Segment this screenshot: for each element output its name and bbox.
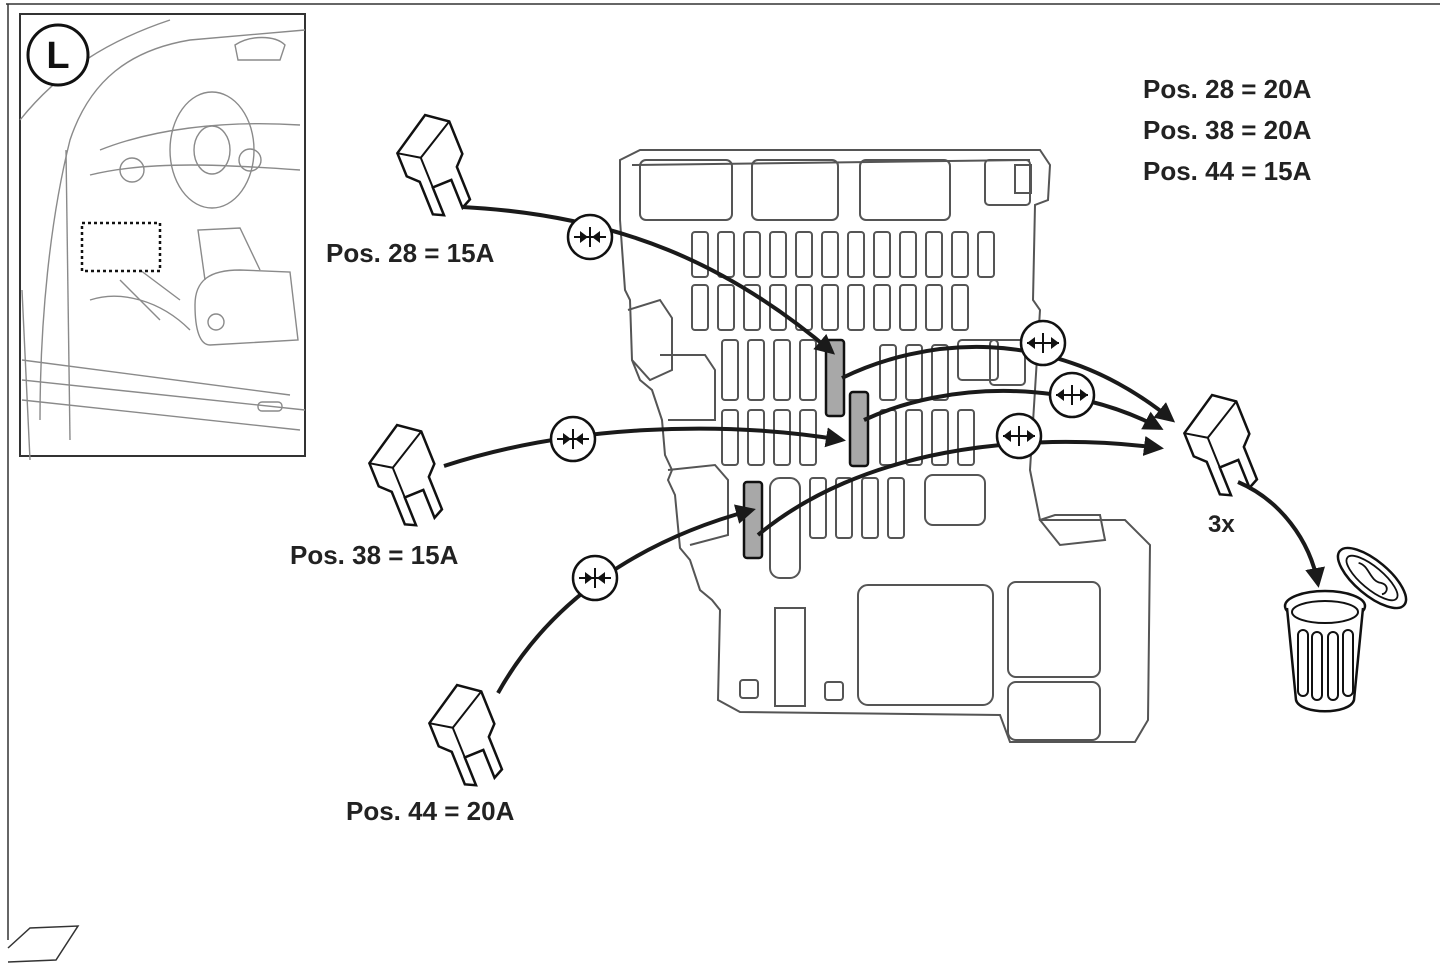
- car-interior-illustration: [19, 19, 306, 461]
- left-side-badge: [26, 23, 90, 87]
- fuse-slots-row-3: [721, 339, 1026, 401]
- old-fuse-label-pos-38: Pos. 38 = 15A: [290, 540, 459, 570]
- press-in-icon-pos-28: [566, 213, 614, 261]
- old-fuse-label-pos-44: Pos. 44 = 20A: [346, 796, 515, 826]
- old-fuse-label-pos-28: Pos. 28 = 15A: [326, 238, 495, 268]
- discard-arrow: [1237, 480, 1325, 588]
- insert-arrow-pos-28: [461, 205, 836, 355]
- page-frame: [6, 3, 1440, 963]
- press-in-icon-pos-44: [571, 554, 619, 602]
- pull-out-icon-pos-44: [995, 412, 1043, 460]
- remove-arrow-pos-38: [863, 389, 1164, 430]
- fuse-icon-pos-38: [367, 423, 444, 527]
- fuse-slots-row-1: [691, 231, 995, 278]
- fuse-icon-pos-28: [395, 113, 472, 217]
- press-in-icon-pos-38: [549, 415, 597, 463]
- fuse-slot-pos-44: [742, 480, 764, 560]
- remove-arrow-pos-44: [756, 436, 1164, 537]
- fuse-icon-pos-44: [427, 683, 504, 787]
- fuse-box-left-brackets: [627, 298, 729, 546]
- insert-arrow-pos-38: [443, 426, 846, 468]
- fuse-slots-row-2: [691, 284, 969, 331]
- pull-out-icon-pos-38: [1048, 371, 1096, 419]
- left-side-badge-letter: L: [46, 35, 69, 77]
- trash-bin-icon: [1283, 546, 1408, 713]
- fuse-slots-row-5: [769, 474, 986, 579]
- spec-pos-38: Pos. 38 = 20A: [1143, 115, 1312, 145]
- fuse-box-relay-sockets: [639, 159, 1032, 221]
- car-interior-inset: L: [19, 13, 306, 461]
- pull-out-icon-pos-28: [1019, 319, 1067, 367]
- remove-arrow-pos-28: [841, 344, 1176, 423]
- spec-pos-28: Pos. 28 = 20A: [1143, 74, 1312, 104]
- fuse-box-location-marker: [80, 221, 162, 273]
- fuse-box: [619, 149, 1152, 743]
- fuse-slot-pos-38: [848, 390, 870, 468]
- fuse-icon-removed: [1182, 393, 1259, 497]
- spec-pos-44: Pos. 44 = 15A: [1143, 156, 1312, 186]
- fuse-box-relays: [739, 514, 1107, 741]
- page-corner-mark: [7, 925, 80, 963]
- discard-count-label: 3x: [1208, 511, 1235, 538]
- fuse-slots-row-4: [721, 409, 975, 466]
